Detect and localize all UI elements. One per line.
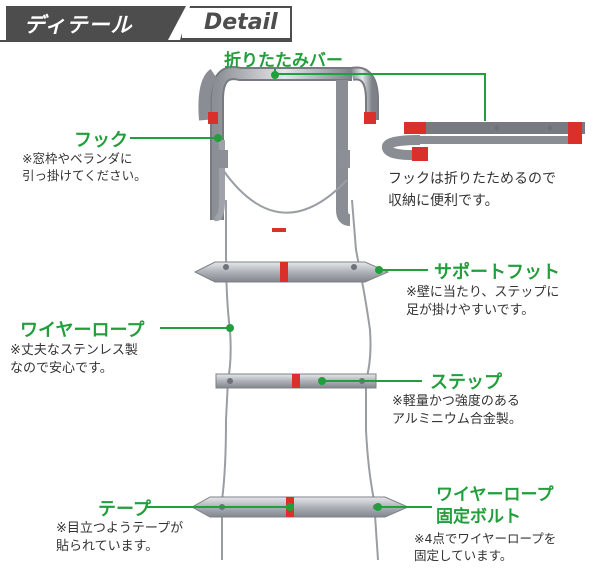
support-foot-bar [193,261,390,283]
right-hook [336,66,379,226]
header-title-en: Detail [204,10,278,35]
left-hook [198,66,352,222]
support-foot-dot [375,266,383,274]
folding-bar-label: 折りたたみバー [224,51,343,71]
support-foot-note: ※壁に当たり、ステップに 足が掛けやすいです。 [406,285,560,318]
section-header: ディテール Detail [6,6,292,40]
step-label: ステップ [430,372,502,393]
wire-bolt-dot [374,503,382,511]
header-underline [0,40,292,42]
step-dot [318,377,326,385]
tape-leader [145,506,289,508]
wire-bolt-note: ※4点でワイヤーロープを 固定しています。 [414,531,557,563]
step-note: ※軽量かつ強度のある アルミニウム合金製。 [392,394,522,427]
tape-label: テープ [98,499,151,520]
hook-wire [222,169,348,214]
hook-note: ※窓枠やベランダに 引っ掛けてください。 [22,151,147,183]
hook-dot [214,134,222,142]
hook-label: フック [74,130,128,151]
inset-leader [484,73,486,121]
hook-fold-note: フックは折りたためるので 収納に便利です。 [388,171,556,209]
tape-dot [286,503,294,511]
hook-leader [130,137,218,139]
step-leader [322,380,422,382]
wire-bolt-leader [378,506,432,508]
folded-hook-inset [382,122,585,161]
left-wire-rope [221,200,232,560]
support-foot-leader [380,269,428,271]
support-foot-label: サポートフット [434,262,560,283]
wire-rope-note: ※丈夫なステンレス製 なので安心です。 [10,343,138,376]
wire-rope-leader [160,327,230,329]
right-wire-rope [351,199,379,561]
header-title-jp: ディテール [24,13,133,37]
header-title-jp-box: ディテール [6,6,186,40]
wire-bolt-label: ワイヤーロープ 固定ボルト [436,485,554,527]
wire-rope-label: ワイヤーロープ [20,320,145,341]
folding-bar-dot [271,71,279,79]
wire-rope-dot [226,324,234,332]
tape-note: ※目立つようテープが 貼られています。 [56,521,184,554]
folding-bar-to-inset-line [275,73,485,75]
hook-wire-tape [272,228,286,232]
